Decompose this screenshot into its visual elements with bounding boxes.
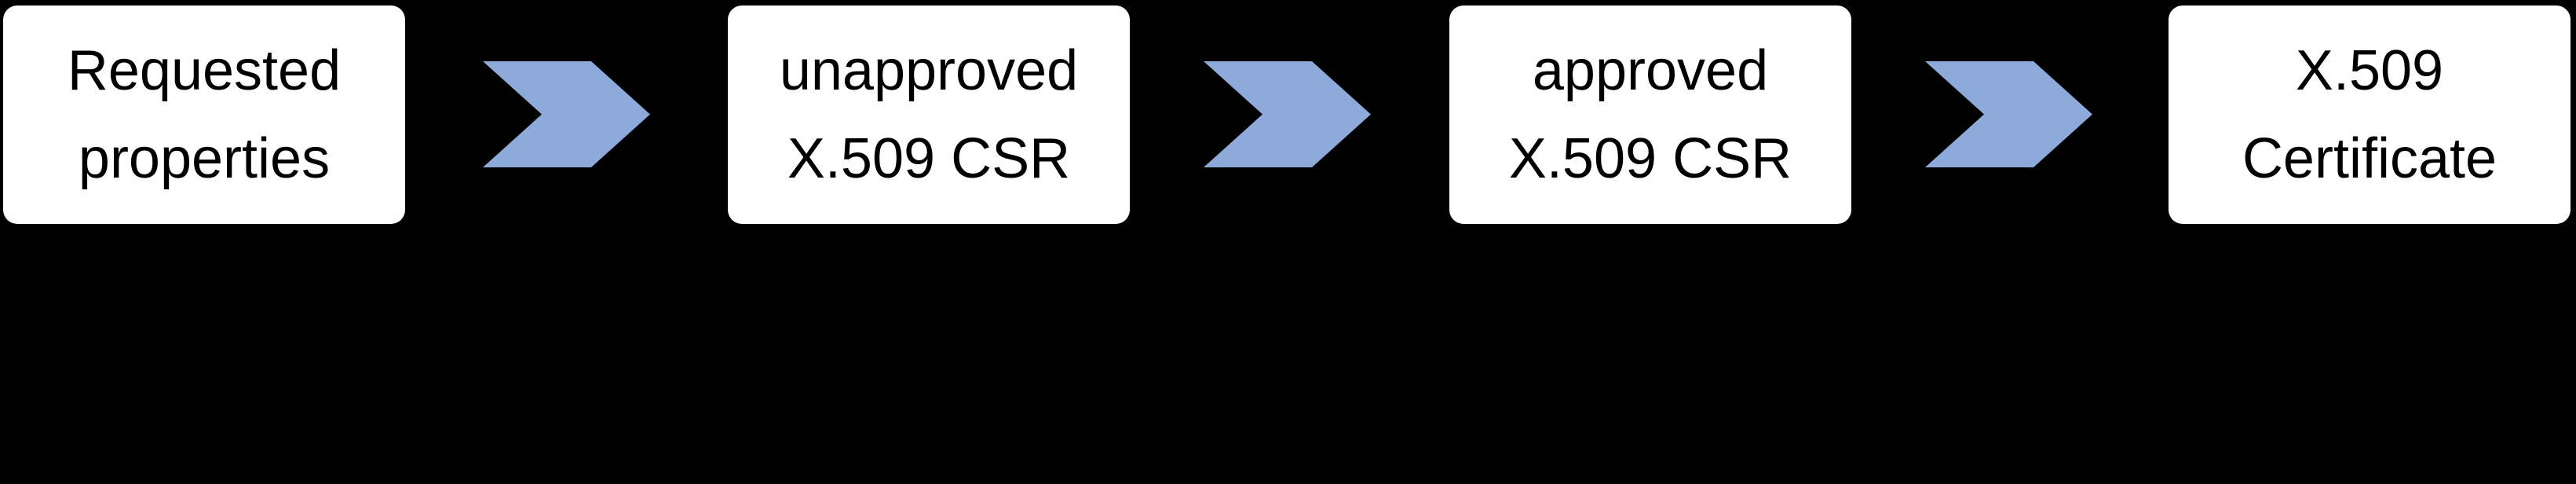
step-label-line: approved xyxy=(1532,39,1769,102)
step-label-line: Certificate xyxy=(2242,127,2497,190)
chevron-arrow-icon xyxy=(1204,61,1371,167)
step-x509-certificate: X.509 Certificate xyxy=(2169,6,2571,224)
step-unapproved-x509-csr: unapproved X.509 CSR xyxy=(728,6,1130,224)
step-label-line: X.509 xyxy=(2295,39,2444,102)
step-requested-properties: Requested properties xyxy=(3,6,405,224)
step-label-line: X.509 CSR xyxy=(787,127,1071,190)
step-label-line: unapproved xyxy=(779,39,1079,102)
step-approved-x509-csr: approved X.509 CSR xyxy=(1449,6,1851,224)
step-label-line: X.509 CSR xyxy=(1508,127,1792,190)
chevron-arrow-icon xyxy=(1925,61,2092,167)
step-label-line: properties xyxy=(78,127,331,190)
step-label-line: Requested xyxy=(67,39,342,102)
chevron-arrow-icon xyxy=(483,61,650,167)
